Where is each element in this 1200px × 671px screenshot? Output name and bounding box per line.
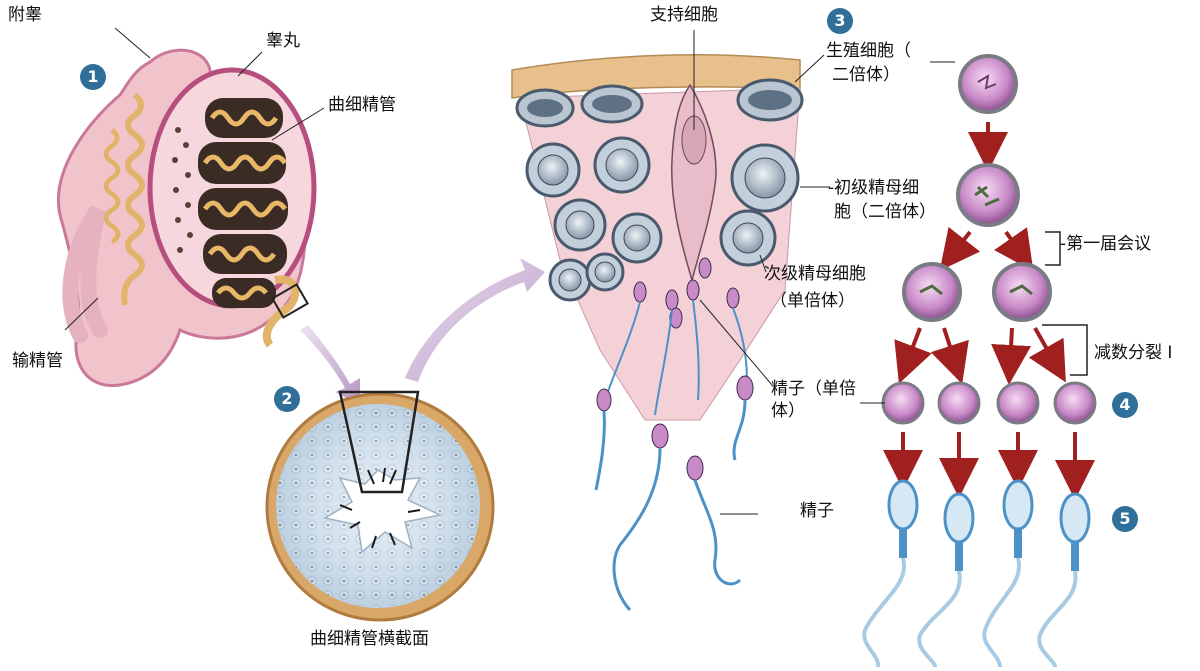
- label-meiosis1: -第一届会议: [1060, 234, 1152, 254]
- spermatogonia-row: [515, 78, 804, 128]
- step-badge-5: 5: [1112, 506, 1138, 532]
- spermatid-cluster: [604, 257, 748, 416]
- label-secondary-2: （单倍体）: [770, 291, 855, 311]
- arrow-to-cross-section: [300, 325, 360, 405]
- label-sperm: 精子: [800, 501, 834, 521]
- label-sperm-haploid-2: 体）: [771, 401, 805, 421]
- lumen: [322, 469, 443, 554]
- meiosis1-bracket: [1045, 231, 1061, 266]
- secondary-spermatocyte-right: [992, 262, 1052, 322]
- step-badge-1: 1: [80, 64, 106, 90]
- free-sperm: [594, 375, 754, 612]
- section-box: [271, 283, 309, 319]
- label-germ-cell-2: 二倍体）: [832, 65, 900, 85]
- spermatids: [881, 381, 1097, 425]
- label-secondary-1: 次级精母细胞: [764, 264, 866, 284]
- germ-cell: [958, 54, 1018, 114]
- mature-sperm-row: [862, 479, 1091, 668]
- meiosis2-bracket: [1042, 324, 1088, 376]
- label-testis: 睾丸: [266, 31, 300, 51]
- seminiferous-epithelium-detail: [511, 30, 955, 612]
- label-germ-cell-1: 生殖细胞（: [826, 41, 911, 61]
- label-sertoli-cell: 支持细胞: [650, 5, 718, 25]
- label-seminiferous-tubule: 曲细精管: [328, 95, 396, 115]
- testis-illustration: [57, 27, 325, 387]
- tubule-lobules: [198, 98, 288, 308]
- tubule-cross-section: [265, 390, 495, 622]
- arrow-to-detail: [405, 258, 545, 382]
- primary-spermatocytes: [525, 136, 800, 302]
- label-epididymis: 附睾: [8, 5, 42, 25]
- secondary-spermatocyte-left: [902, 262, 962, 322]
- meiosis-lineage: [860, 54, 1097, 668]
- tubule-loop: [262, 275, 300, 348]
- label-cross-section: 曲细精管横截面: [310, 629, 429, 649]
- rete-testis-dots: [172, 127, 193, 253]
- step-badge-4: 4: [1112, 392, 1138, 418]
- vas-deferens-tube: [62, 205, 108, 343]
- label-primary-1: -初级精母细: [828, 178, 920, 198]
- zoom-wedge: [338, 390, 420, 494]
- label-vas-deferens: 输精管: [12, 351, 63, 371]
- label-primary-2: 胞（二倍体）: [834, 202, 936, 222]
- label-meiosis2: 减数分裂 I: [1094, 343, 1173, 363]
- step-badge-2: 2: [274, 386, 300, 412]
- label-sperm-haploid-1: 精子（单倍: [771, 379, 856, 399]
- step-badge-3: 3: [827, 8, 853, 34]
- epididymis-duct: [121, 92, 145, 306]
